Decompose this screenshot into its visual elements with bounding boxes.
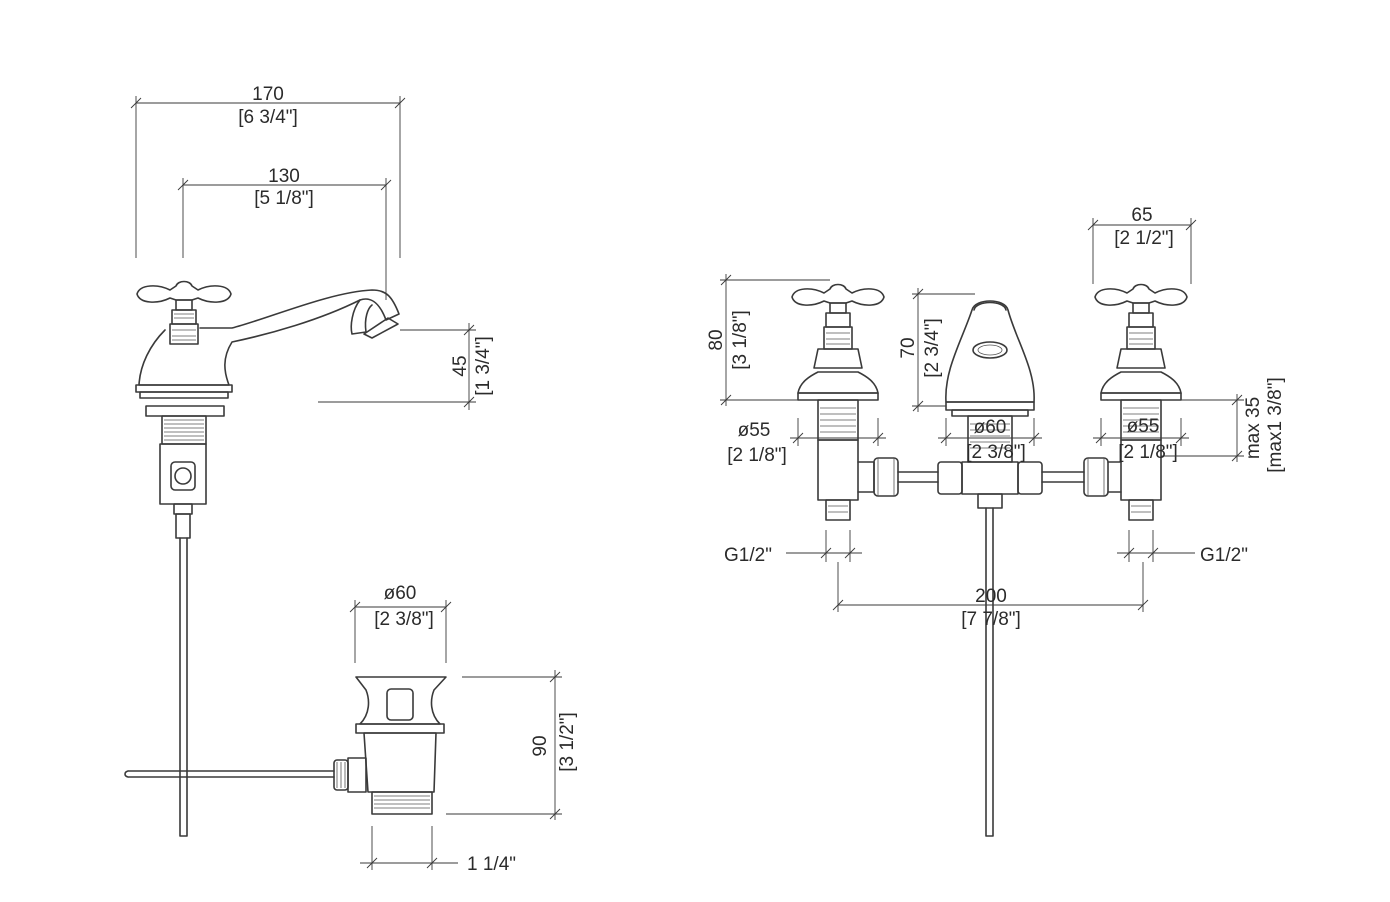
dim-waste-height-inch: [3 1/2"] <box>557 712 578 772</box>
dim-waste-diameter: ø60 <box>384 583 417 604</box>
dim-centers-inch: [7 7/8"] <box>961 609 1021 630</box>
dim-waste-height: 90 <box>530 735 551 756</box>
dim-handle-span: 65 <box>1131 205 1152 226</box>
dim-handle-span-inch: [2 1/2"] <box>1114 228 1174 249</box>
pop-up-waste: ø60 [2 3/8"] 90 [3 1/2"] 1 1/4" <box>124 583 578 875</box>
dim-waste-thread: 1 1/4" <box>467 854 516 875</box>
dim-height-45-inch: [1 3/4"] <box>473 336 494 396</box>
dim-valve-height: 80 <box>706 329 727 350</box>
dim-width-130: 130 <box>268 166 300 187</box>
dim-right-diameter-inch: [2 1/8"] <box>1118 442 1178 463</box>
dim-valve-height-inch: [3 1/8"] <box>730 310 751 370</box>
dim-right-diameter: ø55 <box>1127 416 1160 437</box>
dim-left-diameter-inch: [2 1/8"] <box>727 445 787 466</box>
dim-width-130-inch: [5 1/8"] <box>254 188 314 209</box>
three-hole-mixer: 65 [2 1/2"] 80 [3 1/8"] 70 [2 3/4"] ø55 … <box>706 205 1286 837</box>
dim-center-diameter: ø60 <box>974 417 1007 438</box>
dim-width-170-inch: [6 3/4"] <box>238 107 298 128</box>
dim-left-diameter: ø55 <box>738 420 771 441</box>
dim-width-170: 170 <box>252 84 284 105</box>
dim-height-45: 45 <box>450 355 471 376</box>
dim-spout-height: 70 <box>898 337 919 358</box>
dim-thread-right: G1/2" <box>1200 545 1248 566</box>
single-hole-mixer: 170 [6 3/4"] 130 [5 1/8"] 45 [1 3/4"] <box>130 84 494 837</box>
dim-centers: 200 <box>975 586 1007 607</box>
dim-thread-left: G1/2" <box>724 545 772 566</box>
dim-center-diameter-inch: [2 3/8"] <box>966 442 1026 463</box>
dim-waste-diameter-inch: [2 3/8"] <box>374 609 434 630</box>
dim-max-deck: max 35 <box>1243 397 1264 459</box>
dim-spout-height-inch: [2 3/4"] <box>922 318 943 378</box>
dim-max-deck-inch: [max1 3/8"] <box>1265 377 1286 472</box>
